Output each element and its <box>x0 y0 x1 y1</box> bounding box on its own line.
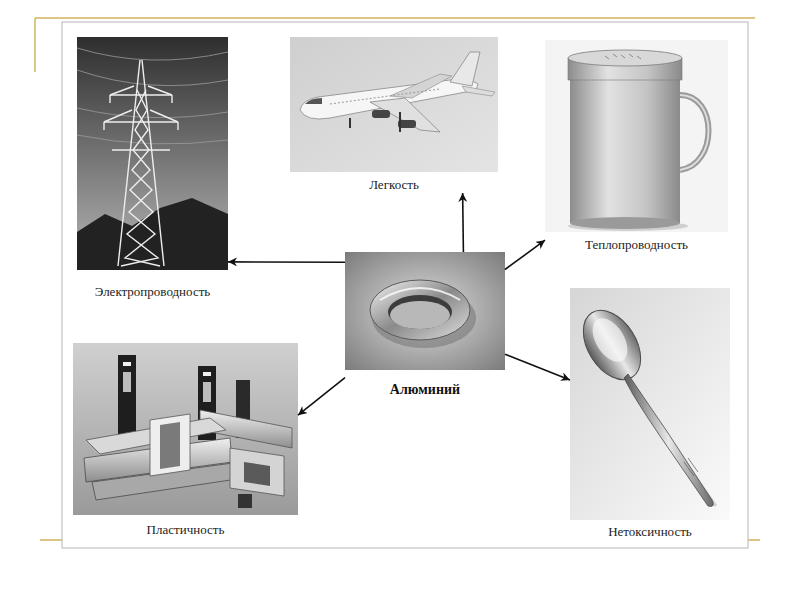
property-arrow <box>228 261 345 263</box>
property-photo-node: Легкость <box>290 37 498 193</box>
property-photo-node: Нетоксичность <box>570 288 730 540</box>
property-photo-node: Пластичность <box>73 343 298 538</box>
property-caption: Нетоксичность <box>570 524 730 540</box>
property-arrow <box>298 378 345 416</box>
property-arrow <box>505 240 545 269</box>
aluminium-ring-photo <box>345 252 505 370</box>
property-caption: Электропроводность <box>77 284 228 300</box>
mug-photo <box>545 40 728 232</box>
property-caption: Пластичность <box>73 522 298 538</box>
material-name: Алюминий <box>345 382 505 398</box>
spoon-photo <box>570 288 730 520</box>
property-caption: Теплопроводность <box>545 237 728 253</box>
property-photo-node: Электропроводность <box>77 37 228 300</box>
aluminium-profiles-photo <box>73 343 298 515</box>
property-arrow <box>462 193 464 252</box>
central-photo-node: Алюминий <box>345 252 505 398</box>
property-caption: Легкость <box>290 177 498 193</box>
property-arrow <box>505 354 570 380</box>
power-pylon-photo <box>77 37 228 270</box>
airplane-photo <box>290 37 498 172</box>
frame <box>62 22 748 548</box>
property-photo-node: Теплопроводность <box>545 40 728 253</box>
